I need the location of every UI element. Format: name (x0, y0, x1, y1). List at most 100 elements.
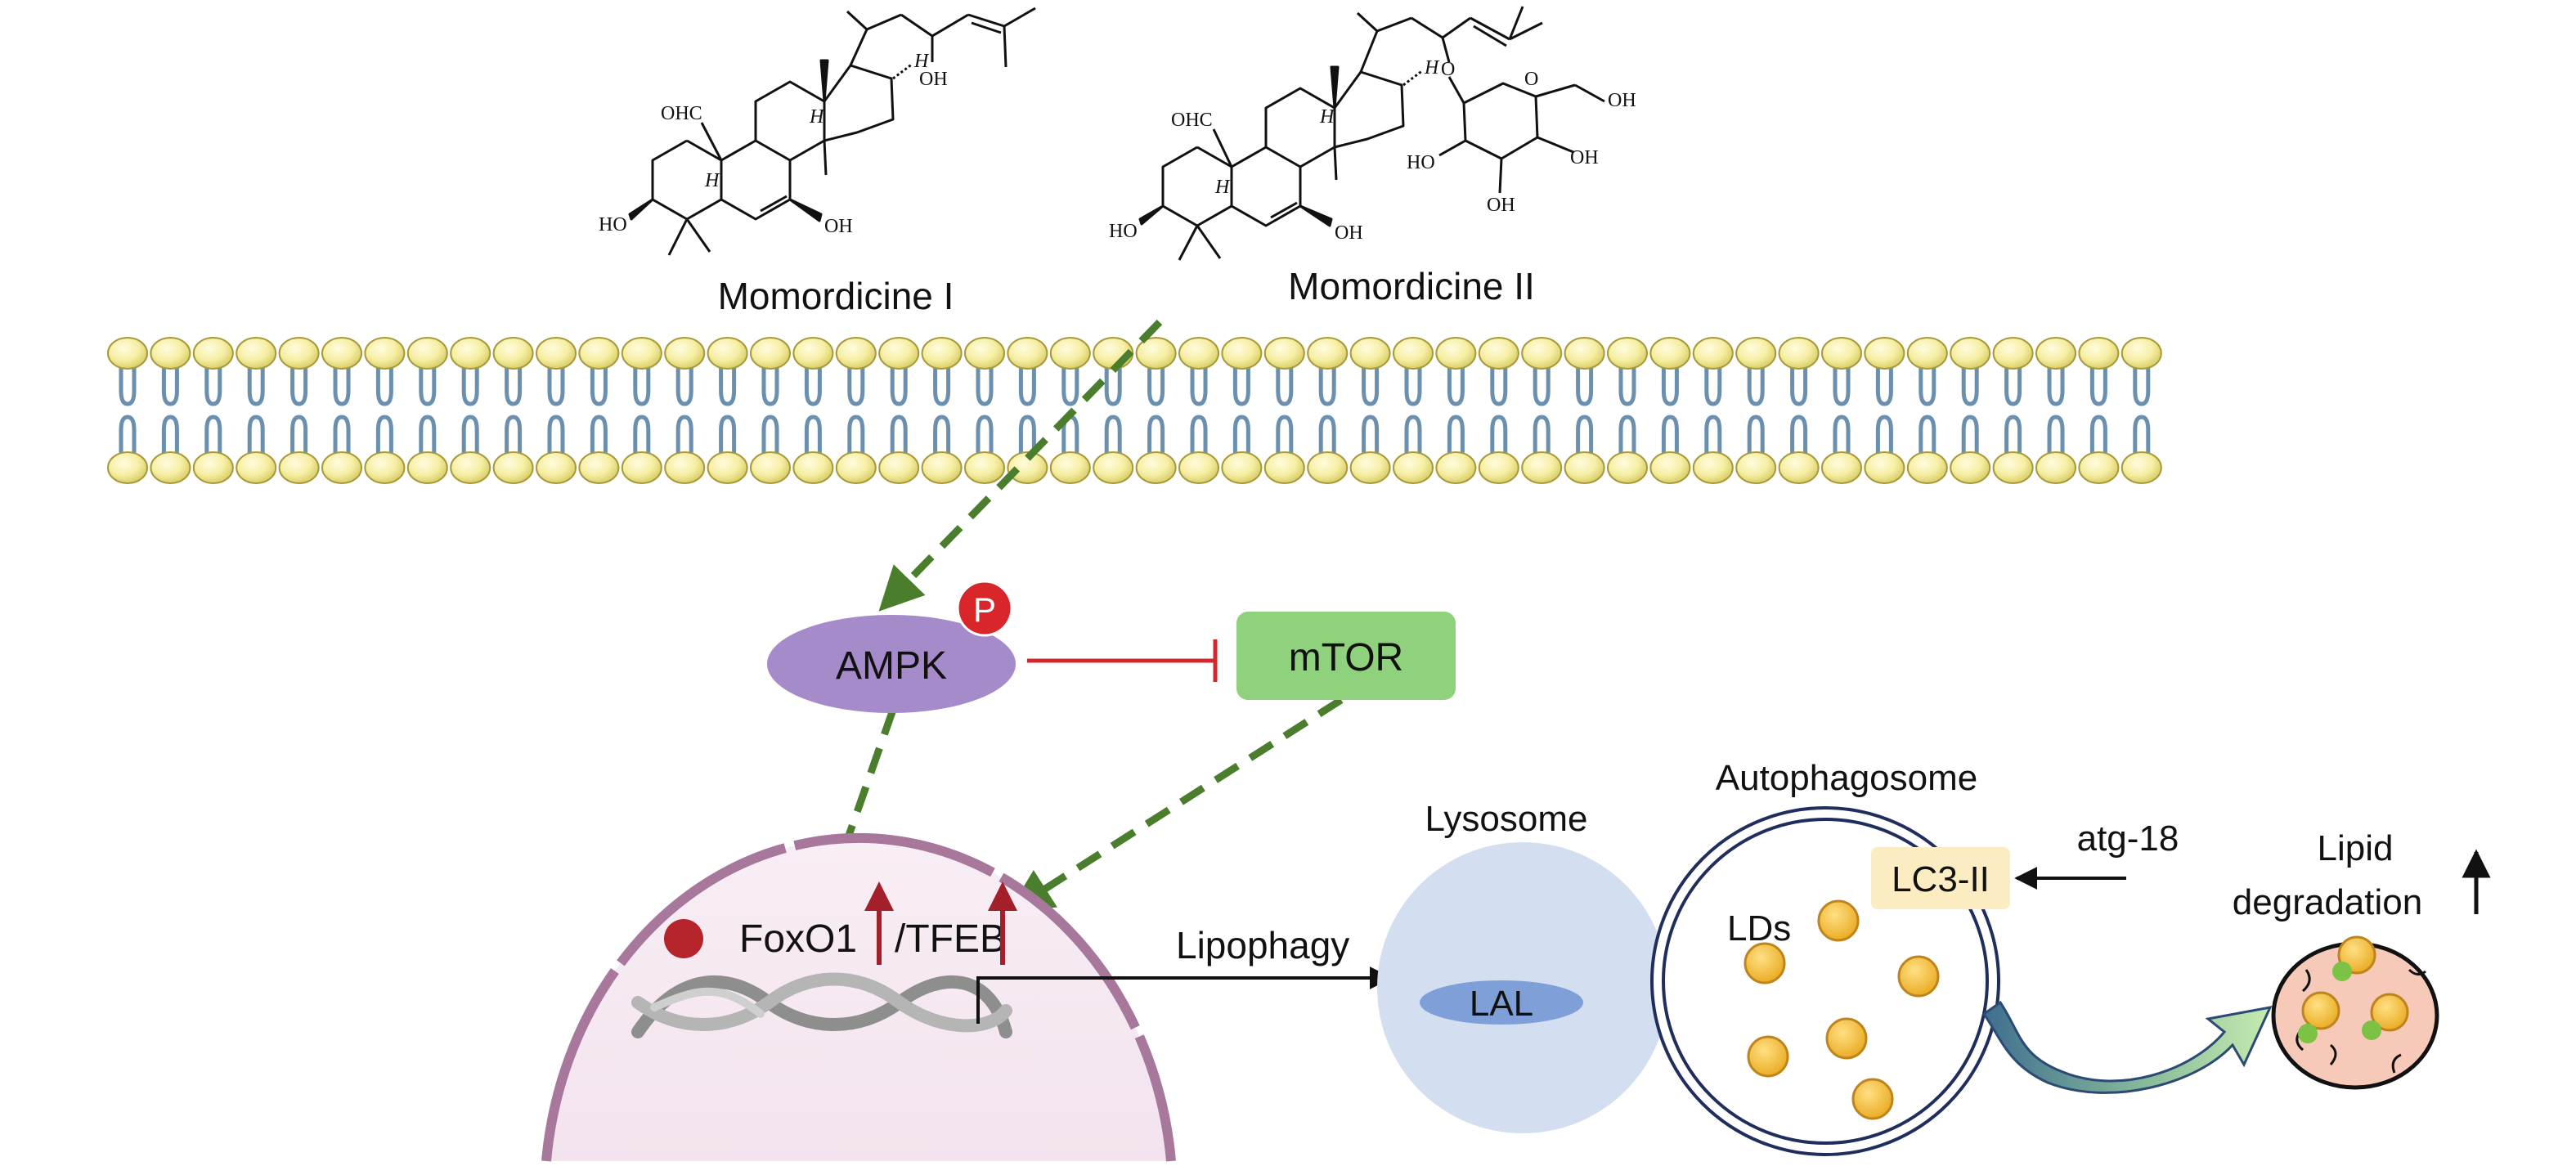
m1-label-oh-chain: OH (919, 69, 948, 90)
arrow-compound-to-ampk (878, 319, 1163, 612)
phospholipid-pair (1478, 337, 1519, 484)
phospholipid-pair (236, 337, 277, 484)
m2-label-oh-s3: OH (1487, 195, 1515, 216)
phospholipid-pair (1950, 337, 1991, 484)
lysosome-label: Lysosome (1425, 799, 1588, 839)
phospholipid-pair (1435, 337, 1477, 484)
phospho-badge (956, 580, 1013, 637)
phospholipid-pair (1135, 337, 1177, 484)
phospholipid-pair (1007, 337, 1048, 484)
phospholipid-pair (1221, 337, 1263, 484)
m2-label-h2: H (1319, 106, 1335, 128)
phospholipid-pair (278, 337, 320, 484)
lipid-droplet (1825, 1017, 1868, 1060)
m2-label-o2: O (1524, 69, 1538, 90)
phospholipid-pair (192, 337, 234, 484)
mtor-node (1236, 612, 1456, 700)
m1-label-h2: H (809, 106, 825, 128)
phospholipid-pair (364, 337, 406, 484)
nucleus (541, 832, 1176, 1162)
phospholipid-pair (1607, 337, 1648, 484)
phospholipid-pair (621, 337, 662, 484)
m2-label-ohc: OHC (1171, 110, 1213, 131)
lal-enzyme (1420, 980, 1583, 1025)
phospholipid-pair (406, 337, 448, 484)
lds-label: LDs (1727, 908, 1791, 949)
atg18-label: atg-18 (2077, 818, 2179, 859)
phospholipid-pair (1307, 337, 1349, 484)
m1-label-ohc: OHC (661, 103, 702, 124)
momordicine-i-structure: OHC H H H HO OH OH (599, 7, 1036, 256)
lipid-droplet (1817, 899, 1860, 942)
inhibition-ampk-mtor (1027, 639, 1218, 682)
lipophagy-arrow (976, 966, 1393, 1024)
phospholipid-pair (107, 337, 148, 484)
phospholipid-pair (1393, 337, 1434, 484)
m1-label-oh: OH (824, 216, 853, 237)
phospholipid-pair (492, 337, 534, 484)
m2-label-h1: H (1214, 177, 1231, 198)
autophagosome-label: Autophagosome (1716, 758, 1977, 798)
phospholipid-pair (1992, 337, 2034, 484)
lal-label: LAL (1470, 984, 1533, 1024)
lc3-box (1871, 847, 2010, 909)
phospholipid-pair (964, 337, 1005, 484)
phospholipid-pair (2078, 337, 2120, 484)
phospholipid-pair (150, 337, 191, 484)
phospholipid-pair (2120, 337, 2162, 484)
m2-label-oh-s2: OH (1570, 147, 1599, 168)
phospholipid-pair (750, 337, 791, 484)
phospholipid-pair (921, 337, 963, 484)
lipid-droplet (1747, 1035, 1789, 1078)
m2-label-oh: OH (1335, 222, 1363, 244)
nucleolus-dot (664, 919, 703, 958)
m2-label-ho: HO (1109, 221, 1138, 242)
m1-label-h3: H (913, 51, 930, 72)
phospholipid-pair (1821, 337, 1862, 484)
lipid-degradation-line2: degradation (2233, 882, 2422, 922)
phospholipid-pair (1778, 337, 1820, 484)
phospholipid-pair (1692, 337, 1734, 484)
phospholipid-pair (1178, 337, 1219, 484)
foxo1-label: FoxO1 (739, 917, 857, 961)
m2-label-oh-s1: OH (1608, 90, 1636, 111)
arrow-mtor-to-tfeb (1008, 697, 1344, 913)
m1-label-h1: H (704, 170, 720, 191)
lipid-droplet (1897, 955, 1940, 998)
degraded-lipid-vesicle (2271, 935, 2439, 1090)
phospho-label: P (973, 590, 996, 629)
m2-label-h3: H (1424, 57, 1440, 78)
arrow-ampk-to-foxo1 (819, 708, 897, 900)
phospholipid-pair (1349, 337, 1391, 484)
lipid-droplets (1744, 899, 1940, 1120)
phospholipid-pair (1906, 337, 1948, 484)
phospholipid-pair (835, 337, 877, 484)
mtor-label: mTOR (1289, 636, 1403, 679)
phospholipid-pair (450, 337, 491, 484)
phospholipid-pair (707, 337, 748, 484)
phospholipid-pair (2035, 337, 2076, 484)
momordicine-i-name: Momordicine I (718, 275, 954, 317)
lipid-degradation-line1: Lipid (2318, 828, 2394, 868)
momordicine-ii-name: Momordicine II (1288, 265, 1535, 307)
phospholipid-pair (1864, 337, 1905, 484)
phospholipid-pair (536, 337, 577, 484)
dna-helix-icon (631, 972, 1012, 1038)
lipid-droplet (1851, 1078, 1894, 1120)
phospholipid-pair (1521, 337, 1563, 484)
m2-label-ho-sugar: HO (1407, 152, 1435, 173)
momordicine-ii-structure: OHC H H H HO OH O O HO OH OH OH (1109, 6, 1636, 261)
phospholipid-pair (578, 337, 620, 484)
phospholipid-pair (1564, 337, 1605, 484)
cell-membrane-bilayer (107, 337, 2162, 484)
m1-label-ho: HO (599, 214, 627, 235)
lipid-droplet (1744, 942, 1786, 984)
phospholipid-pair (792, 337, 834, 484)
ampk-node (767, 615, 1016, 713)
lipophagy-label: Lipophagy (1176, 924, 1349, 966)
phospholipid-pair (1263, 337, 1305, 484)
ampk-label: AMPK (836, 644, 947, 688)
phospholipid-pair (878, 337, 920, 484)
